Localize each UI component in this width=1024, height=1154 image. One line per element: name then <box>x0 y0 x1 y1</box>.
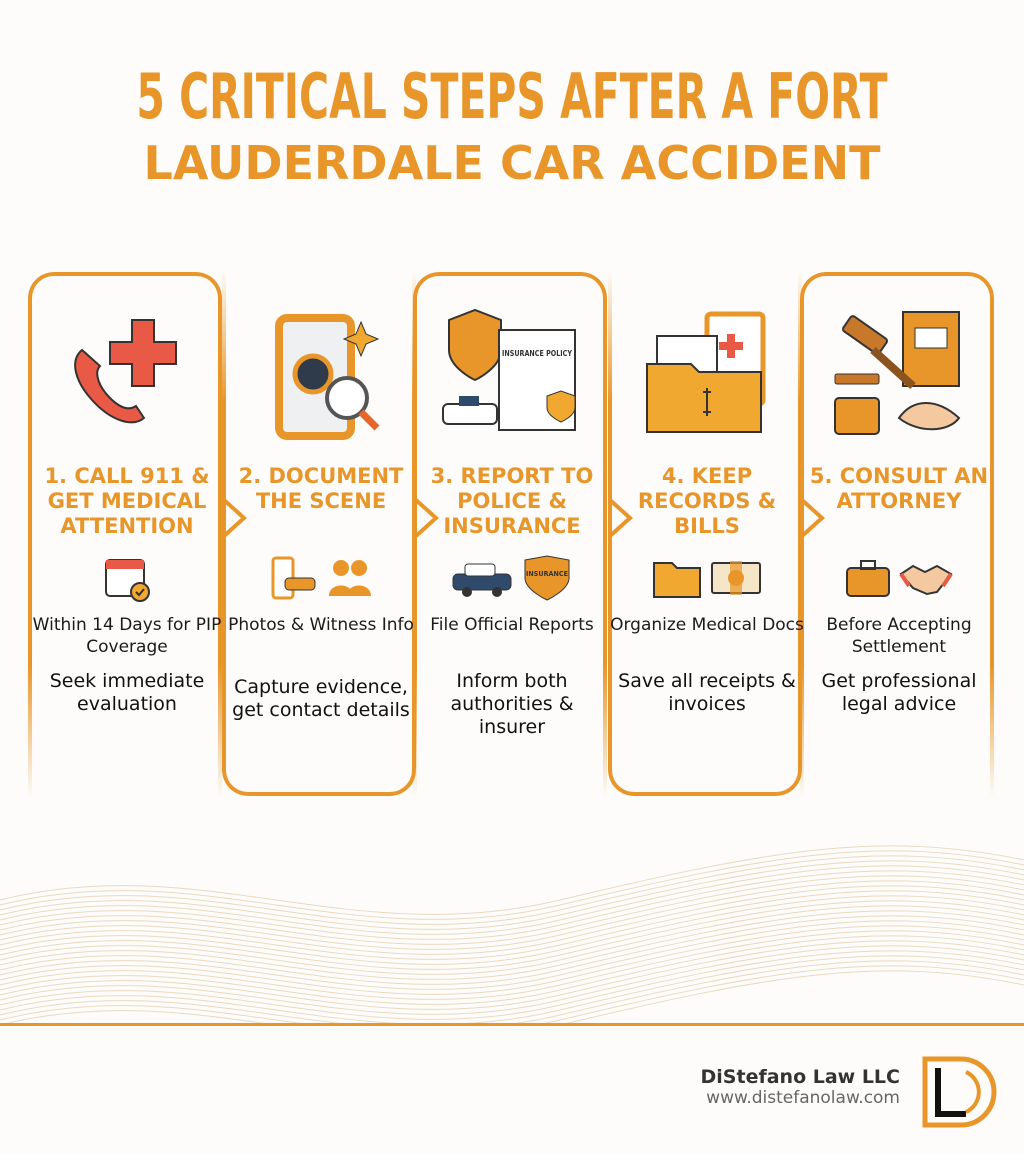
wave-line <box>0 855 1024 925</box>
chevron-right-icon <box>222 498 247 538</box>
wave-line <box>0 935 1024 1005</box>
wave-line <box>0 910 1024 980</box>
firm-info: DiStefano Law LLC www.distefanolaw.com <box>701 1066 900 1108</box>
wave-line <box>0 955 1024 1025</box>
step-title: 5. CONSULT AN ATTORNEY <box>809 464 989 513</box>
title-line-2: LAUDERDALE CAR ACCIDENT <box>143 136 881 190</box>
step-card-1 <box>28 272 222 797</box>
step-5: 5. CONSULT AN ATTORNEY Before Accepting … <box>802 290 996 716</box>
phone-medical-cross-icon <box>30 290 224 450</box>
firm-logo <box>922 1056 997 1128</box>
step-subtitle: Within 14 Days for PIP Coverage <box>32 615 222 657</box>
step-title: 1. CALL 911 & GET MEDICAL ATTENTION <box>44 464 210 538</box>
handshake-icon <box>899 564 953 596</box>
chevron-right-icon <box>414 498 439 538</box>
step-2: 2. DOCUMENT THE SCENE Photos & Witness I… <box>224 290 418 722</box>
wave-line <box>0 930 1024 1000</box>
wave-line <box>0 865 1024 935</box>
phone-car-crash-icon <box>271 556 316 600</box>
wave-line <box>0 845 1024 915</box>
wave-line <box>0 880 1024 950</box>
step-subtitle: Before Accepting Settlement <box>826 615 972 657</box>
step-subtitle: Photos & Witness Info <box>228 615 414 635</box>
decorative-wave-lines <box>0 845 1024 1025</box>
police-car-icon <box>452 563 512 597</box>
step-subtitle: Organize Medical Docs <box>610 615 804 635</box>
briefcase-icon <box>846 560 890 597</box>
step-description: Inform both authorities & insurer <box>450 670 574 738</box>
insurance-shield-icon: INSURANCE <box>524 555 570 601</box>
wave-line <box>0 895 1024 965</box>
gavel-book-briefcase-icon <box>802 290 996 450</box>
footer-divider <box>0 1023 1024 1026</box>
step-description: Get professional legal advice <box>821 670 977 715</box>
step-4: 4. KEEP RECORDS & BILLS Organize Medical… <box>610 290 804 716</box>
wave-line <box>0 950 1024 1020</box>
wave-line <box>0 970 1024 1025</box>
firm-url[interactable]: www.distefanolaw.com <box>706 1088 900 1108</box>
wave-line <box>0 860 1024 930</box>
cash-icon <box>711 561 761 595</box>
wave-line <box>0 960 1024 1025</box>
chevron-right-icon <box>608 498 633 538</box>
phone-camera-magnifier-icon <box>224 290 418 450</box>
folder-clipboard-bills-icon <box>610 290 804 450</box>
people-icon <box>329 560 371 596</box>
police-badge-insurance-policy-icon: INSURANCE POLICY <box>415 290 609 450</box>
step-3: INSURANCE POLICY 3. REPORT TO POLICE & I… <box>415 290 609 739</box>
step-title: 3. REPORT TO POLICE & INSURANCE <box>430 464 594 538</box>
wave-line <box>0 900 1024 970</box>
wave-line <box>0 965 1024 1025</box>
wave-line <box>0 890 1024 960</box>
wave-line <box>0 905 1024 975</box>
wave-line <box>0 870 1024 940</box>
policy-text: INSURANCE POLICY <box>502 349 572 358</box>
wave-line <box>0 915 1024 985</box>
wave-line <box>0 885 1024 955</box>
step-subtitle: File Official Reports <box>430 615 594 635</box>
wave-line <box>0 920 1024 990</box>
step-description: Seek immediate evaluation <box>49 670 205 715</box>
step-title: 4. KEEP RECORDS & BILLS <box>637 464 777 538</box>
chevron-right-icon <box>800 498 825 538</box>
insurance-badge-text: INSURANCE <box>526 570 568 578</box>
step-1: 1. CALL 911 & GET MEDICAL ATTENTION With… <box>30 290 224 716</box>
wave-line <box>0 925 1024 995</box>
step-description: Capture evidence, get contact details <box>232 676 410 721</box>
firm-name: DiStefano Law LLC <box>700 1066 900 1088</box>
folder-icon <box>653 562 701 598</box>
calendar-check-icon <box>105 559 150 602</box>
wave-line <box>0 850 1024 920</box>
title-line-1: 5 CRITICAL STEPS AFTER A FORT <box>136 60 888 133</box>
step-description: Save all receipts & invoices <box>618 670 796 715</box>
wave-line <box>0 945 1024 1015</box>
wave-line <box>0 940 1024 1010</box>
wave-line <box>0 875 1024 945</box>
step-title: 2. DOCUMENT THE SCENE <box>238 464 404 513</box>
